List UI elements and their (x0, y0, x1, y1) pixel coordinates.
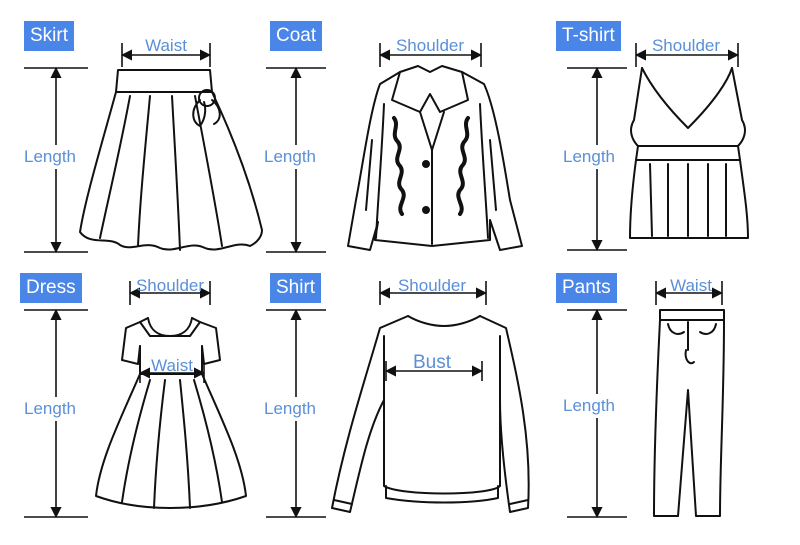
dress-length-label: Length (24, 397, 76, 421)
skirt-length-label: Length (24, 145, 76, 169)
tag-skirt: Skirt (24, 21, 74, 51)
coat-width-label: Shoulder (395, 36, 465, 55)
tag-tshirt: T-shirt (556, 21, 621, 51)
pants-length-label: Length (563, 394, 615, 418)
dress-icon (95, 317, 247, 509)
pants-icon (653, 309, 725, 517)
tag-dress: Dress (20, 273, 82, 303)
dress-waist-label: Waist (151, 356, 193, 375)
shirt-length-label: Length (264, 397, 316, 421)
skirt-width-label: Waist (145, 36, 187, 55)
shirt-bust-label: Bust (412, 352, 452, 373)
tag-coat: Coat (270, 21, 323, 51)
tag-shirt: Shirt (270, 273, 322, 303)
tag-pants: Pants (556, 273, 617, 303)
pants-width-label: Waist (670, 276, 712, 295)
tank-top-icon (629, 67, 749, 239)
coat-length-label: Length (264, 145, 316, 169)
tshirt-width-label: Shoulder (651, 36, 721, 55)
coat-icon (347, 65, 523, 251)
skirt-icon (79, 69, 263, 251)
shirt-width-label: Shoulder (397, 276, 467, 295)
sweater-icon (331, 315, 530, 513)
tshirt-length-label: Length (563, 145, 615, 169)
dress-width-label: Shoulder (135, 276, 205, 295)
